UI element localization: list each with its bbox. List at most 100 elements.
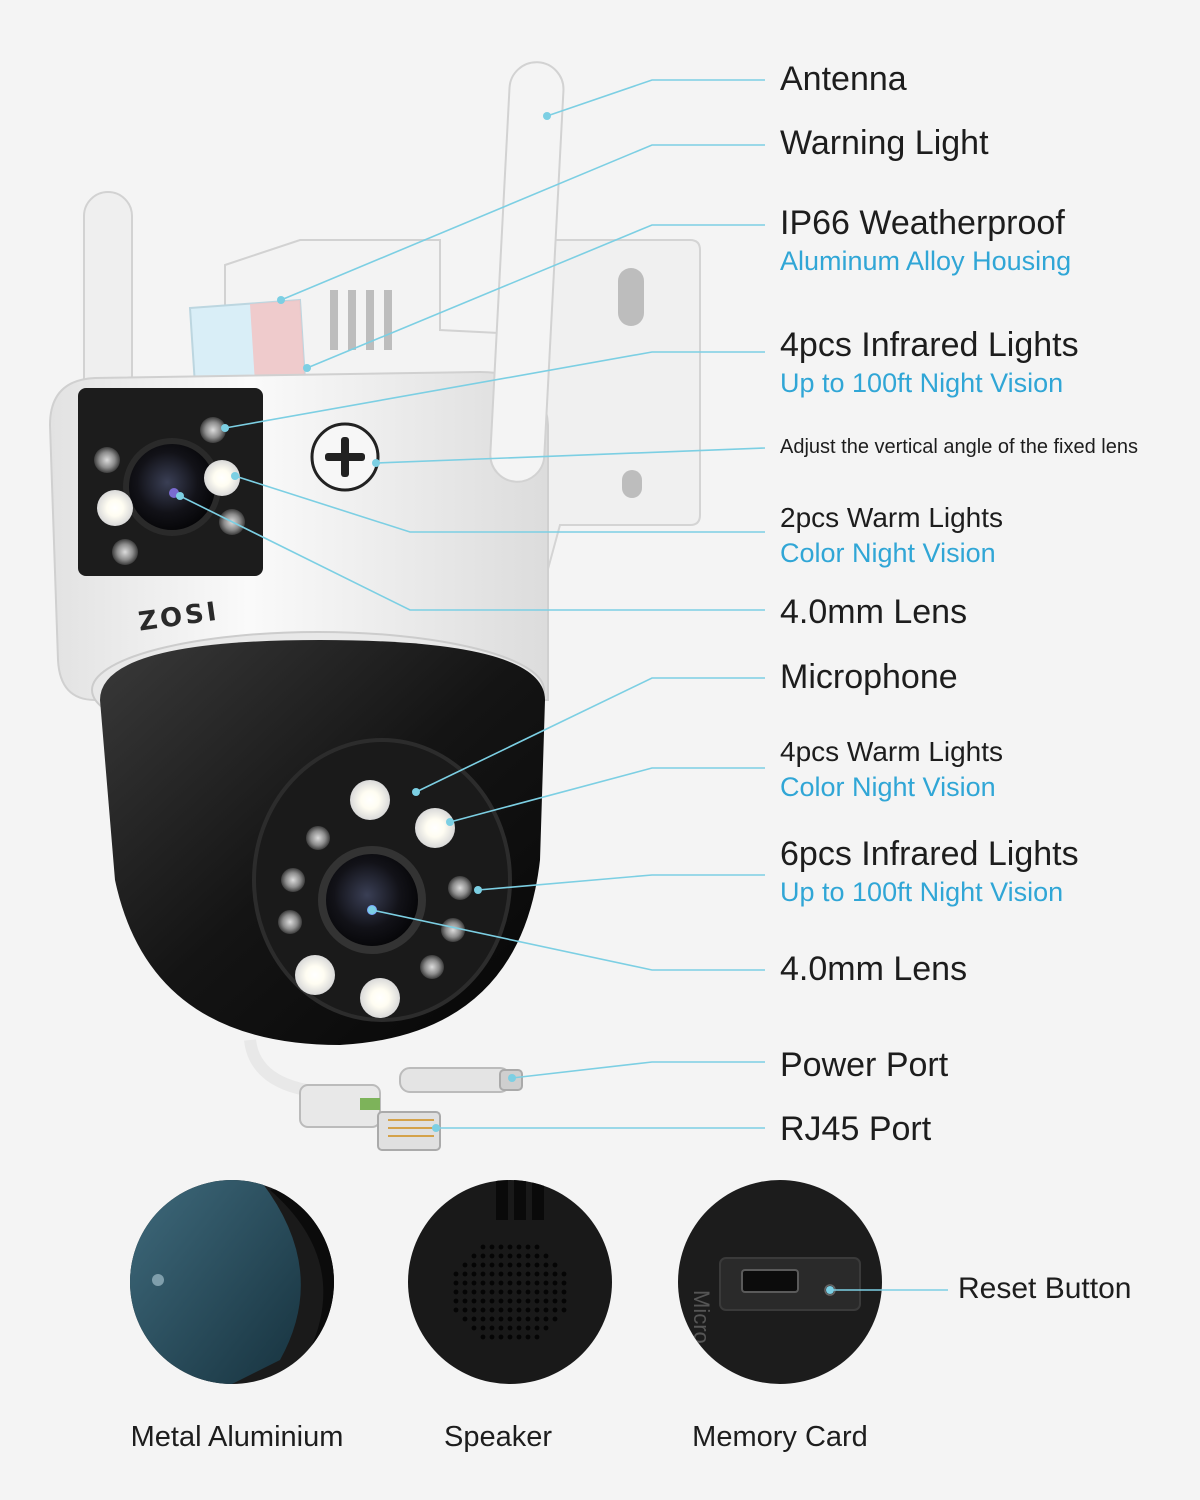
callout-subtitle: Color Night Vision — [780, 772, 996, 802]
speaker-hole — [552, 1271, 558, 1277]
speaker-hole — [543, 1289, 549, 1295]
speaker-hole — [525, 1253, 531, 1259]
speaker-hole — [543, 1325, 549, 1331]
caption-memory-card: Memory Card — [692, 1421, 868, 1453]
speaker-hole — [525, 1271, 531, 1277]
speaker-hole — [489, 1325, 495, 1331]
speaker-hole — [516, 1334, 522, 1340]
callout-adjust-angle: Adjust the vertical angle of the fixed l… — [780, 435, 1138, 459]
speaker-hole — [471, 1298, 477, 1304]
vents — [330, 290, 392, 350]
speaker-hole — [516, 1280, 522, 1286]
speaker-hole — [480, 1298, 486, 1304]
leader-ir-lights-ptz — [477, 874, 765, 891]
callout-title: 2pcs Warm Lights — [780, 502, 1004, 533]
slot-label: Micro — [689, 1290, 714, 1344]
speaker-hole — [507, 1244, 513, 1250]
speaker-hole — [462, 1298, 468, 1304]
speaker-hole — [516, 1316, 522, 1322]
speaker-hole — [462, 1280, 468, 1286]
speaker-hole — [507, 1307, 513, 1313]
speaker-hole — [471, 1325, 477, 1331]
speaker-hole — [516, 1325, 522, 1331]
callout-ir-lights-ptz: 6pcs Infrared Lights Up to 100ft Night V… — [780, 835, 1079, 907]
callout-warm-lights-ptz: 4pcs Warm Lights Color Night Vision — [780, 736, 1003, 802]
speaker-hole — [471, 1271, 477, 1277]
leader-lens-fixed — [179, 495, 765, 611]
speaker-hole — [534, 1271, 540, 1277]
speaker-hole — [507, 1253, 513, 1259]
speaker-hole — [525, 1307, 531, 1313]
callout-lens-fixed: 4.0mm Lens — [780, 593, 967, 631]
speaker-hole — [561, 1280, 567, 1286]
speaker-hole — [525, 1298, 531, 1304]
speaker-hole — [489, 1262, 495, 1268]
callout-subtitle: Up to 100ft Night Vision — [780, 368, 1064, 398]
speaker-hole — [534, 1334, 540, 1340]
speaker-hole — [489, 1316, 495, 1322]
speaker-hole — [498, 1262, 504, 1268]
speaker-hole — [462, 1307, 468, 1313]
callout-title: Microphone — [780, 658, 958, 696]
callout-lens-ptz: 4.0mm Lens — [780, 950, 967, 988]
speaker-hole — [561, 1271, 567, 1277]
wall-bracket — [519, 239, 701, 581]
ptz-warm-lights — [295, 780, 455, 1018]
speaker-hole — [534, 1289, 540, 1295]
speaker-hole — [498, 1289, 504, 1295]
speaker-hole — [498, 1298, 504, 1304]
leader-power-port — [511, 1061, 765, 1079]
leader-antenna — [546, 79, 765, 117]
callout-subtitle: Aluminum Alloy Housing — [780, 246, 1072, 276]
caption-speaker: Speaker — [443, 1421, 553, 1453]
speaker-hole — [471, 1316, 477, 1322]
speaker-hole — [525, 1334, 531, 1340]
leader-warm-lights-ptz — [449, 767, 765, 823]
speaker-hole — [516, 1244, 522, 1250]
speaker-hole — [507, 1262, 513, 1268]
speaker-hole — [480, 1244, 486, 1250]
speaker-hole — [552, 1280, 558, 1286]
speaker-hole — [543, 1271, 549, 1277]
speaker-hole — [552, 1289, 558, 1295]
caption-metal-aluminium: Metal Aluminium — [130, 1421, 344, 1453]
speaker-hole — [462, 1262, 468, 1268]
bracket-slot-top — [618, 268, 644, 326]
speaker-hole — [480, 1316, 486, 1322]
speaker-hole — [534, 1280, 540, 1286]
callout-microphone: Microphone — [780, 658, 958, 696]
speaker-hole — [543, 1307, 549, 1313]
callout-rj45-port: RJ45 Port — [780, 1110, 931, 1148]
callout-title: Adjust the vertical angle of the fixed l… — [780, 436, 1138, 458]
leader-ir-lights-fixed — [224, 351, 765, 429]
speaker-hole — [489, 1334, 495, 1340]
speaker-hole — [534, 1253, 540, 1259]
callout-title: 4.0mm Lens — [780, 950, 968, 988]
speaker-hole — [507, 1280, 513, 1286]
speaker-hole — [471, 1280, 477, 1286]
bracket-slot-bottom — [622, 470, 642, 498]
speaker-hole — [489, 1271, 495, 1277]
speaker-hole — [453, 1307, 459, 1313]
speaker-hole — [489, 1307, 495, 1313]
callout-title: Antenna — [780, 60, 907, 98]
speaker-hole — [516, 1253, 522, 1259]
speaker-hole — [453, 1289, 459, 1295]
leader-dots — [176, 112, 551, 1132]
speaker-hole — [552, 1298, 558, 1304]
speaker-hole — [507, 1289, 513, 1295]
leader-adjust-angle — [375, 447, 766, 464]
callout-title: IP66 Weatherproof — [780, 204, 1065, 242]
speaker-hole — [507, 1271, 513, 1277]
speaker-hole — [534, 1316, 540, 1322]
speaker-hole — [462, 1316, 468, 1322]
callout-title: RJ45 Port — [780, 1110, 932, 1148]
speaker-hole — [498, 1316, 504, 1322]
speaker-hole — [498, 1280, 504, 1286]
speaker-hole — [471, 1253, 477, 1259]
speaker-hole — [453, 1280, 459, 1286]
callout-title: 4pcs Infrared Lights — [780, 326, 1079, 364]
speaker-hole — [498, 1334, 504, 1340]
fixed-ir-lights — [94, 417, 245, 565]
